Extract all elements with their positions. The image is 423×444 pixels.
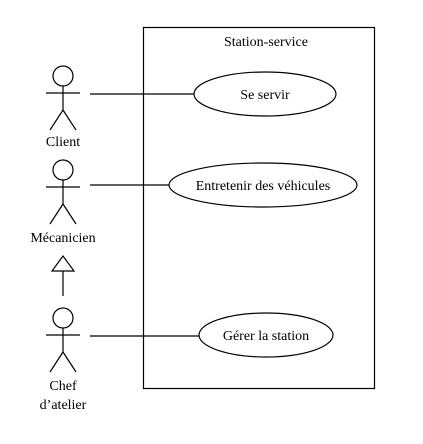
actor-label-client: Client (46, 135, 80, 150)
system-boundary: Station-service (142, 26, 376, 390)
stick-figure-icon (46, 307, 80, 373)
use-case-label: Gérer la station (223, 329, 309, 344)
use-case-ellipse (193, 71, 337, 117)
system-title: Station-service (224, 35, 308, 50)
actor-label-chef-line2: d’atelier (40, 398, 87, 413)
use-case-entretenir: Entretenir des véhicules (168, 162, 358, 208)
use-case-ellipse (198, 312, 334, 358)
stick-figure-icon (46, 159, 80, 225)
actor-label-chef-line1: Chef (49, 379, 77, 394)
use-case-label: Entretenir des véhicules (196, 179, 331, 194)
use-case-ellipse (168, 162, 358, 208)
use-case-label: Se servir (240, 88, 290, 103)
generalization-chef-mecanicien (50, 254, 76, 296)
actor-label-mecanicien: Mécanicien (30, 231, 95, 246)
actor-client (46, 65, 80, 131)
generalization-arrowhead (50, 254, 76, 272)
system-boundary-box (142, 26, 376, 390)
use-case-se-servir: Se servir (193, 71, 337, 117)
use-case-gerer: Gérer la station (198, 312, 334, 358)
stick-figure-icon (46, 65, 80, 131)
actor-mecanicien (46, 159, 80, 225)
associations (90, 93, 199, 337)
actor-chef (46, 307, 80, 373)
